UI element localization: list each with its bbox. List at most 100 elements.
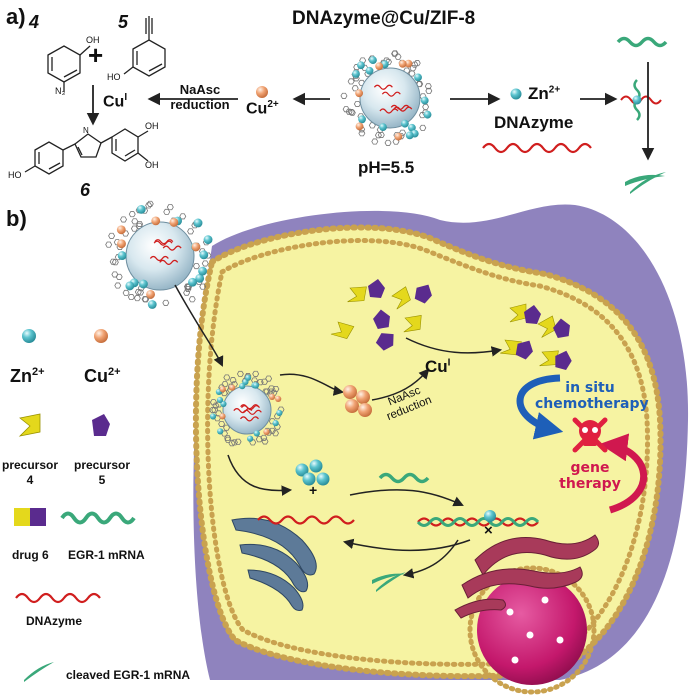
- precursor-5-shape: [515, 340, 533, 360]
- zn-ion: [209, 413, 217, 420]
- lipid-bilayer-inner: [205, 238, 651, 667]
- mof-unit: [133, 295, 141, 302]
- zn-ion: [217, 428, 224, 435]
- mof-unit: [146, 200, 154, 207]
- mof-unit: [223, 424, 230, 431]
- precursor-cluster: [330, 279, 432, 351]
- mof-unit: [111, 259, 119, 266]
- atom-n-6: N: [83, 126, 89, 135]
- zn-ion: [401, 119, 409, 128]
- cu-ion: [229, 384, 236, 391]
- mof-unit: [391, 50, 399, 57]
- encapsulated-dnazyme: [239, 416, 259, 422]
- mof-unit: [347, 78, 355, 85]
- arrow-precursors-to-drug: [405, 337, 503, 357]
- mof-unit: [210, 399, 217, 406]
- atom-n3: N₃: [55, 86, 66, 96]
- legend-zn-swatch: [22, 329, 36, 343]
- zn-ion: [247, 435, 254, 442]
- arrow-np-to-zn: [227, 454, 293, 496]
- zn-ion: [405, 131, 414, 140]
- atom-ho-5: HO: [107, 72, 121, 82]
- lipid-bilayer: [192, 224, 664, 680]
- mof-unit: [422, 103, 430, 110]
- mof-unit: [108, 232, 116, 239]
- zn-ion: [414, 73, 422, 82]
- arrow-chemotherapy: [516, 374, 564, 440]
- encapsulated-dnazyme: [154, 239, 174, 245]
- precursor-5-shape: [414, 284, 432, 304]
- cu-ion: [275, 395, 282, 403]
- ph-label: pH=5.5: [358, 158, 415, 177]
- legend-cu-swatch: [94, 329, 108, 343]
- endoplasmic-reticulum: [454, 534, 599, 619]
- mof-unit: [120, 216, 127, 223]
- drug-6-cluster: [500, 303, 572, 371]
- legend-zn-label: Zn2+: [10, 366, 45, 386]
- cu-ion: [268, 393, 276, 400]
- encapsulated-dnazyme: [149, 255, 169, 262]
- zn-ion: [352, 70, 360, 78]
- mof-unit: [130, 225, 138, 232]
- arrow-to-cleaved: [402, 539, 459, 579]
- zn-ion: [188, 277, 197, 287]
- mof-unit: [268, 427, 276, 434]
- mof-unit: [145, 202, 153, 209]
- zn-ion: [198, 266, 208, 276]
- mof-unit: [162, 299, 170, 306]
- encapsulated-dnazyme: [242, 409, 262, 415]
- encapsulated-dnazyme: [162, 245, 182, 251]
- nanoparticle-core: [359, 67, 421, 129]
- mof-unit: [377, 131, 385, 138]
- precursor-4-shape: [537, 315, 557, 338]
- mof-unit: [230, 439, 238, 446]
- legend-cleaved-swatch: [24, 662, 54, 682]
- arrow-gene-therapy: [599, 433, 647, 514]
- legend-precursor5-swatch: [92, 414, 110, 436]
- precursor-4-shape: [403, 315, 422, 333]
- mof-unit: [128, 211, 136, 218]
- zn-ion: [147, 300, 157, 309]
- mof-unit: [340, 92, 348, 99]
- mof-unit: [105, 241, 113, 248]
- cleavage-cross: ×: [484, 522, 493, 539]
- atom-oh-6a: OH: [145, 121, 159, 131]
- mof-unit: [236, 370, 244, 377]
- arrow-to-hybrid: [349, 489, 464, 507]
- mof-unit: [218, 420, 226, 427]
- legend-drug6-swatch: [14, 508, 46, 526]
- zn-ion: [203, 235, 213, 245]
- legend-precursor4-swatch: [18, 413, 41, 437]
- mof-unit: [228, 440, 236, 447]
- precursor-5-shape: [553, 318, 570, 338]
- zn-ion: [216, 396, 224, 404]
- mof-unit: [261, 378, 269, 385]
- compound-4-structure: [47, 45, 91, 92]
- zn-ion: [195, 273, 205, 283]
- zn-ion: [420, 96, 429, 105]
- mof-unit: [261, 438, 269, 445]
- mof-unit: [131, 218, 139, 225]
- mof-unit: [192, 263, 200, 270]
- arrow-cu-reduction: [371, 368, 430, 401]
- precursor-5-shape: [524, 305, 541, 324]
- mof-unit: [201, 260, 209, 267]
- cu-ion: [375, 62, 384, 71]
- mof-unit: [255, 436, 263, 443]
- mrna-strand-top: [616, 36, 668, 48]
- precursor-4-shape: [539, 350, 559, 367]
- cu-ion: [263, 428, 270, 436]
- dnazyme-label-a: DNAzyme: [494, 113, 574, 132]
- precursor-4-shape: [330, 321, 355, 340]
- mrna-strand-cell: [378, 472, 430, 484]
- mof-unit: [223, 374, 231, 381]
- mof-unit: [163, 208, 171, 215]
- zn-ion: [136, 204, 146, 214]
- precursor-5-shape: [368, 279, 385, 298]
- cu-ion: [146, 289, 156, 299]
- compound-6-structure: [24, 128, 149, 175]
- zn-ion: [139, 279, 148, 289]
